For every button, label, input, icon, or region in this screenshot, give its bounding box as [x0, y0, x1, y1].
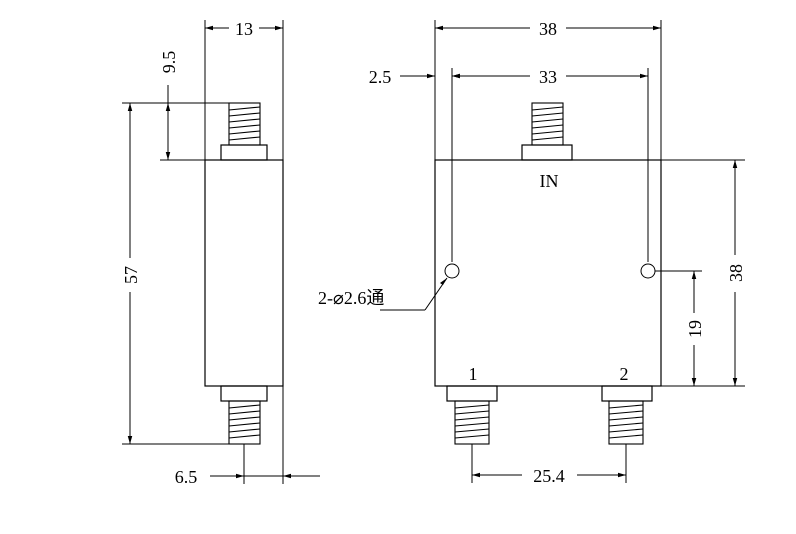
- dim-hole-spacing-label: 33: [539, 67, 557, 87]
- side-bottom-connector-flange: [220, 385, 268, 402]
- hole-note-leader: 2-⌀2.6通: [318, 277, 448, 311]
- dim-side-width: 13: [204, 19, 284, 160]
- dim-hole-height: 19: [655, 270, 705, 386]
- front-view: IN 1 2: [318, 19, 746, 486]
- side-bottom-connector-thread: [228, 400, 261, 445]
- side-top-connector-flange: [220, 144, 268, 161]
- side-top-connector-thread: [228, 102, 261, 146]
- dim-front-height: 38: [661, 159, 746, 387]
- mounting-hole-left: [444, 263, 460, 279]
- front-in-connector-flange: [521, 144, 573, 161]
- port2-connector-flange: [601, 385, 653, 402]
- front-in-connector-thread: [531, 102, 564, 146]
- dim-side-height-label: 57: [121, 266, 141, 284]
- dim-side-width-label: 13: [235, 19, 253, 39]
- dim-front-height-label: 38: [726, 264, 746, 282]
- port1-connector-flange: [446, 385, 498, 402]
- dim-front-width: 38: [434, 19, 662, 160]
- port1-connector-thread: [454, 400, 490, 445]
- side-view: 13 9.5 57 6.5: [121, 19, 320, 487]
- dim-side-offset: 6.5: [175, 386, 320, 487]
- mounting-hole-right: [640, 263, 656, 279]
- hole-note-label: 2-⌀2.6通: [318, 288, 384, 308]
- dim-side-connector-offset-label: 9.5: [159, 51, 179, 74]
- dim-hole-edge: 2.5: [369, 67, 476, 87]
- dim-hole-spacing: 33: [451, 67, 649, 262]
- dim-port-spacing: 25.4: [471, 444, 627, 486]
- front-body: [434, 159, 662, 387]
- dim-side-offset-label: 6.5: [175, 467, 198, 487]
- dim-side-height: 57: [121, 103, 260, 445]
- port1-label: 1: [469, 364, 478, 384]
- side-body: [204, 159, 284, 387]
- input-port-label: IN: [540, 171, 559, 191]
- dim-hole-edge-label: 2.5: [369, 67, 392, 87]
- dim-port-spacing-label: 25.4: [533, 466, 565, 486]
- dim-hole-height-label: 19: [685, 320, 705, 338]
- dim-side-connector-offset: 9.5: [122, 51, 260, 161]
- port2-connector-thread: [608, 400, 644, 445]
- port2-label: 2: [620, 364, 629, 384]
- dim-front-width-label: 38: [539, 19, 557, 39]
